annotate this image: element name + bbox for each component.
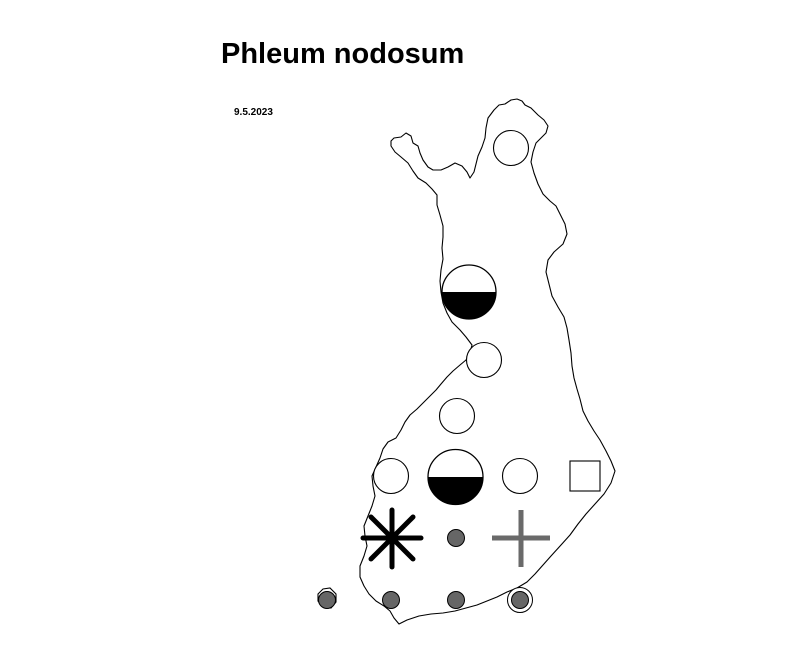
marker-oulu-empty-circle bbox=[465, 341, 503, 379]
marker-south-filled-dot bbox=[447, 529, 465, 547]
marker-southwest-asterisk bbox=[360, 507, 424, 570]
marker-lapland-half-circle bbox=[441, 264, 497, 320]
marker-north-empty-circle bbox=[492, 129, 530, 167]
marker-helsinki-filled-dot bbox=[447, 591, 465, 609]
map-title: Phleum nodosum bbox=[221, 38, 465, 70]
marker-kotka-ringed-dot bbox=[507, 587, 533, 613]
marker-east-empty-circle bbox=[501, 457, 539, 495]
map-date: 9.5.2023 bbox=[234, 107, 273, 118]
marker-karelia-square bbox=[569, 460, 601, 492]
marker-central-empty-circle bbox=[438, 397, 476, 435]
marker-middle-half-circle bbox=[427, 448, 484, 506]
marker-aland-filled-dot bbox=[318, 591, 336, 609]
marker-southeast-plus bbox=[492, 510, 550, 567]
marker-west-empty-circle bbox=[372, 457, 410, 495]
marker-turku-filled-dot bbox=[382, 591, 400, 609]
